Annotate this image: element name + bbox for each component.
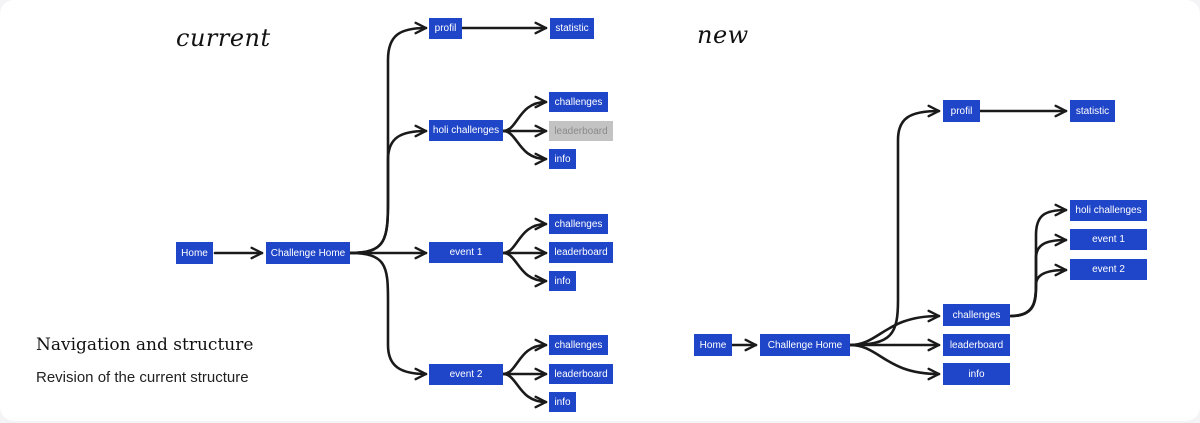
current-event2-challenges-child: challenges	[549, 335, 608, 355]
new-info-node: info	[943, 363, 1010, 385]
arrow-challenge-home-to-event2	[348, 251, 428, 381]
new-statistic-node: statistic	[1070, 100, 1115, 122]
arrow-new-challenge-home-to-info	[848, 343, 941, 381]
current-home-node: Home	[176, 242, 213, 264]
heading-new: new	[697, 21, 749, 49]
current-holi-leaderboard-child: leaderboard	[549, 121, 613, 141]
arrow-new-challenge-home-to-profil	[848, 104, 941, 347]
current-challenge-home-node: Challenge Home	[266, 242, 350, 264]
arrow-event1-to-challenges	[501, 217, 548, 255]
current-holi-challenges-child: challenges	[549, 92, 608, 112]
arrow-new-challenges-to-holi	[1009, 203, 1068, 318]
current-event1-challenges-child: challenges	[549, 214, 608, 234]
new-home-node: Home	[694, 334, 732, 356]
new-challenges-node: challenges	[943, 304, 1010, 326]
current-event1-leaderboard-child: leaderboard	[549, 242, 613, 263]
arrow-event2-to-challenges	[501, 338, 548, 376]
new-challenge-home-node: Challenge Home	[760, 334, 850, 356]
arrow-event2-to-info	[501, 372, 548, 409]
new-profil-node: profil	[943, 100, 980, 122]
current-event1-info-child: info	[549, 271, 576, 291]
new-event1-node: event 1	[1070, 229, 1147, 250]
arrow-new-challenges-to-event2	[1009, 263, 1068, 318]
arrow-event1-to-info	[501, 251, 548, 288]
caption-subtitle: Revision of the current structure	[36, 369, 249, 386]
new-event2-node: event 2	[1070, 259, 1147, 280]
current-event2-info-child: info	[549, 392, 576, 412]
caption-title: Navigation and structure	[36, 335, 254, 355]
current-statistic-node: statistic	[550, 18, 594, 39]
current-event2-node: event 2	[429, 364, 503, 385]
heading-current: current	[176, 24, 271, 52]
arrow-holi-to-challenges	[501, 95, 548, 133]
current-profil-node: profil	[429, 18, 462, 39]
current-holi-challenges-node: holi challenges	[429, 120, 503, 141]
new-holi-challenges-node: holi challenges	[1070, 200, 1147, 221]
arrow-challenge-home-to-holi	[348, 124, 428, 255]
new-leaderboard-node: leaderboard	[943, 334, 1010, 356]
current-holi-info-child: info	[549, 149, 576, 169]
current-event1-node: event 1	[429, 242, 503, 263]
arrow-holi-to-info	[501, 129, 548, 166]
current-event2-leaderboard-child: leaderboard	[549, 364, 613, 384]
